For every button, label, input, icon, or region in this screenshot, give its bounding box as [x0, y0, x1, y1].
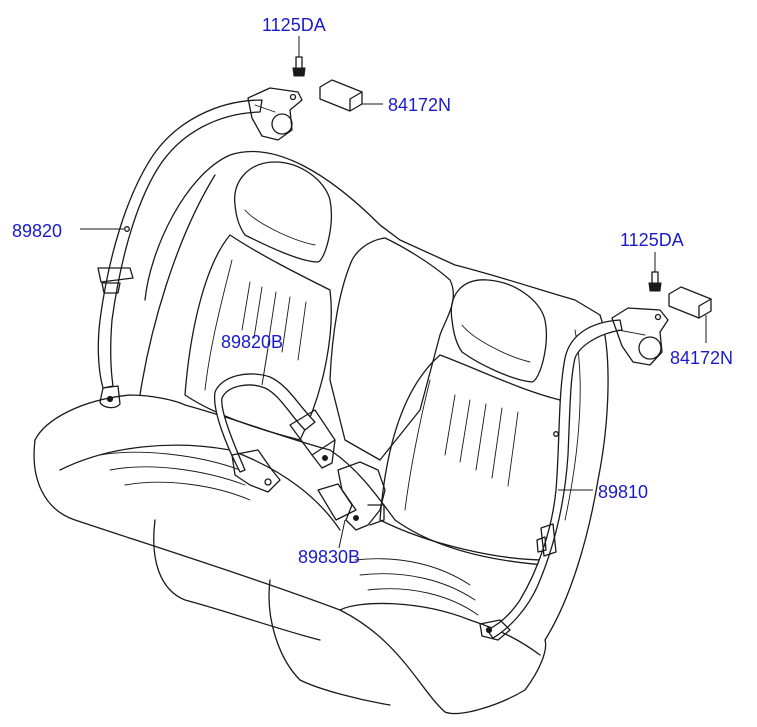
anchor-right	[479, 619, 511, 641]
seat-back-center	[329, 237, 455, 461]
back-cushion-right	[379, 354, 564, 561]
label-buckle-left: 89820B	[221, 332, 283, 352]
belt-guide-right	[540, 523, 557, 557]
label-buckle-center: 89830B	[298, 547, 360, 567]
label-bolt-right: 1125DA	[620, 230, 684, 250]
cover-right[interactable]	[668, 286, 712, 343]
buckle-strap-webbing	[213, 373, 316, 473]
seat-belt-left[interactable]	[97, 87, 303, 409]
headrest-left	[234, 161, 332, 263]
seat-cushion-top	[34, 394, 546, 566]
label-cover-left: 84172N	[388, 95, 451, 115]
headrest-right	[450, 279, 547, 383]
cover-left[interactable]	[319, 79, 383, 112]
label-bolt-left: 1125DA	[262, 15, 326, 35]
seat-belt-right[interactable]	[479, 307, 669, 641]
seat-back-shell	[139, 174, 216, 396]
buckle-center[interactable]	[317, 461, 386, 549]
leader-buckle-left	[261, 347, 269, 386]
anchor-left	[99, 385, 121, 409]
belt-guide-left	[97, 267, 134, 283]
bolt-left[interactable]	[292, 36, 306, 77]
bolt-right[interactable]	[648, 252, 662, 292]
label-cover-right: 84172N	[670, 348, 733, 368]
buckle-left-strap[interactable]	[213, 373, 336, 493]
label-belt-left: 89820	[12, 221, 62, 241]
retractor-left	[247, 87, 303, 141]
rear-seat	[33, 150, 609, 715]
seat-back-left	[144, 150, 601, 316]
label-belt-right: 89810	[598, 482, 648, 502]
belt-webbing-right	[486, 319, 623, 639]
seat-back-right-shell	[544, 314, 609, 641]
retractor-right	[611, 307, 669, 366]
seat-cushion	[33, 439, 547, 715]
